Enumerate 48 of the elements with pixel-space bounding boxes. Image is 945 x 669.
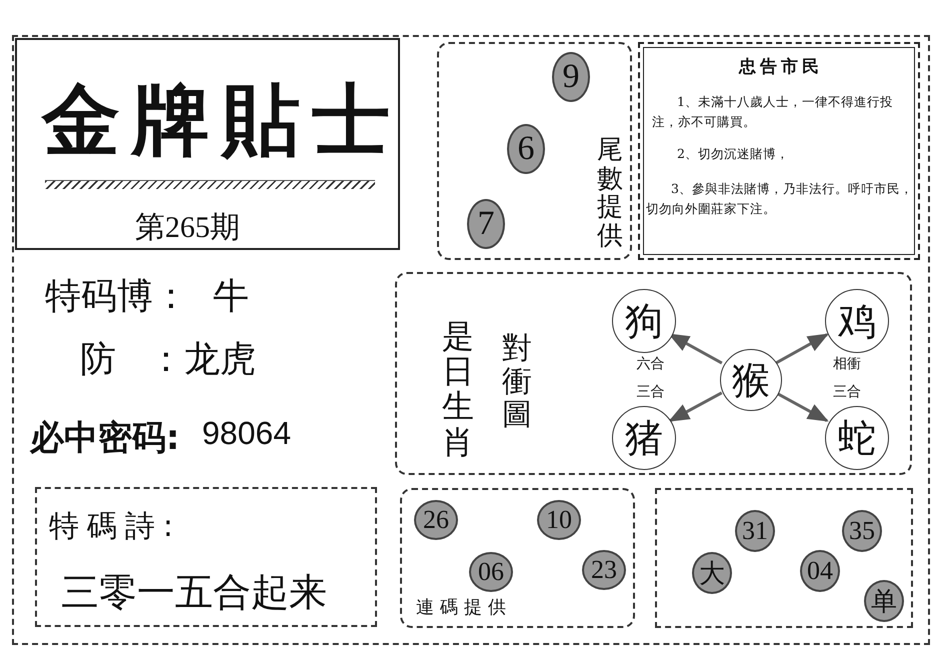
poem-heading: 特碼詩: — [49, 508, 182, 546]
issue-number: 第265期 — [135, 210, 240, 246]
number-ball: 10 — [537, 500, 581, 540]
notice-box — [638, 42, 920, 260]
dashed-panel — [400, 488, 635, 628]
zodiac-circle: 蛇 — [825, 406, 889, 470]
poem-text: 三零一五合起来 — [61, 569, 327, 616]
dashed-panel — [437, 42, 632, 260]
field-value: 龙虎 — [184, 338, 256, 382]
number-ball: 9 — [552, 52, 590, 102]
number-ball: 7 — [467, 199, 505, 249]
number-ball: 6 — [507, 124, 545, 174]
poem-box — [35, 487, 377, 627]
number-ball: 04 — [800, 550, 840, 592]
field-label: ： — [148, 338, 184, 382]
panel-caption: 尾數提供 — [597, 136, 623, 250]
field-label: 防 — [80, 338, 116, 382]
arrow — [668, 391, 722, 422]
notice-paragraph: 2、切勿沉迷賭博， — [676, 145, 790, 163]
panel-caption: 對衝圖 — [502, 332, 532, 431]
panel-caption: 連碼提供 — [416, 596, 512, 620]
field-value: 牛 — [213, 275, 249, 319]
field-label: 特码博： — [45, 275, 189, 319]
field-label: 必中密码: — [30, 417, 180, 460]
number-ball: 26 — [414, 500, 458, 540]
notice-paragraph: 1、未滿十八歲人士，一律不得進行投注，亦不可購買。 — [652, 93, 894, 131]
edge-label: 三合 — [831, 383, 863, 401]
dashed-panel — [655, 488, 913, 628]
arrow — [775, 333, 829, 364]
notice-heading: 忠告市民 — [738, 56, 824, 79]
number-ball: 大 — [692, 552, 732, 594]
panel-caption: 是日生肖 — [442, 319, 474, 460]
number-ball: 23 — [582, 550, 626, 590]
title-box — [15, 38, 400, 250]
field-value: 98064 — [202, 415, 291, 452]
notice-paragraph: 3、參與非法賭博，乃非法行。呼吁市民，切勿向外圍莊家下注。 — [646, 180, 914, 218]
zodiac-circle: 猴 — [720, 349, 782, 411]
number-ball: 06 — [469, 552, 513, 592]
number-ball: 31 — [735, 510, 775, 552]
zodiac-circle: 狗 — [612, 289, 676, 353]
title-text: 金牌貼士 — [42, 74, 402, 168]
number-ball: 单 — [864, 580, 904, 622]
zodiac-circle: 鸡 — [825, 289, 889, 353]
edge-label: 相衝 — [831, 354, 863, 372]
edge-label: 三合 — [634, 383, 666, 401]
number-ball: 35 — [842, 510, 882, 552]
zodiac-circle: 猪 — [612, 406, 676, 470]
edge-label: 六合 — [634, 354, 666, 372]
